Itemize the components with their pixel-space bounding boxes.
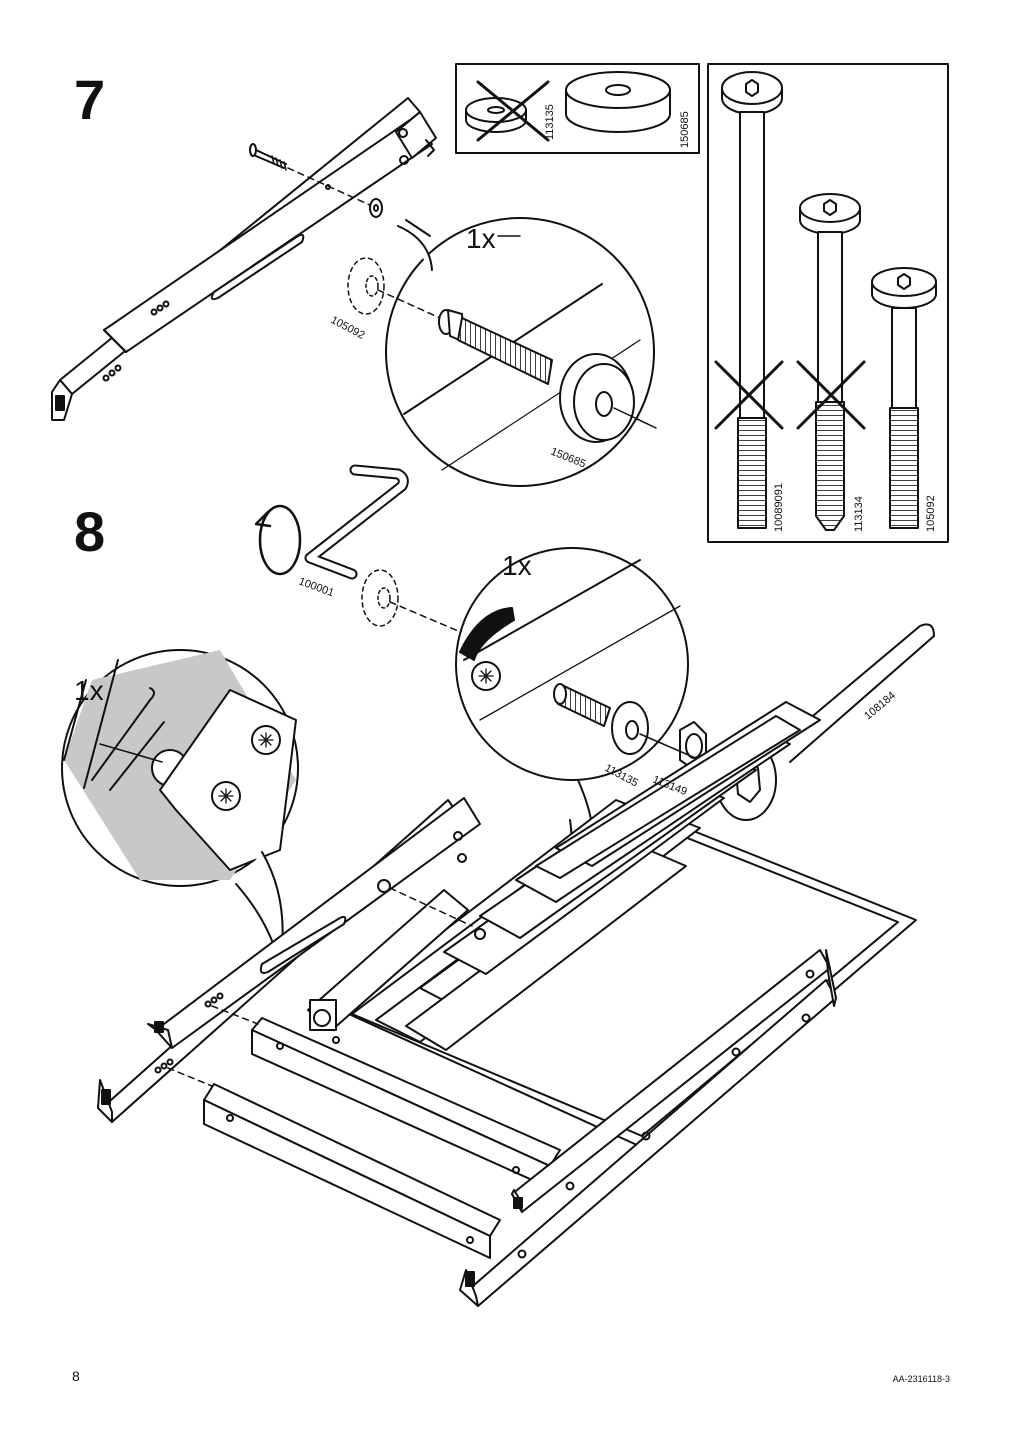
step7-detail-circle (347, 217, 657, 487)
step-7-number: 7 (74, 68, 106, 131)
washer-comparison-box (455, 63, 700, 154)
spanner-tool (715, 623, 935, 821)
part-label-washer-thick: 150685 (679, 111, 691, 148)
part-label-bolt-short: 105092 (925, 495, 937, 532)
step-8-number: 8 (74, 500, 106, 563)
part-label-bolt-medium: 113134 (853, 496, 865, 532)
document-code: AA-2316118-3 (892, 1374, 950, 1384)
part-label-allen-key: 100001 (297, 576, 336, 600)
part-label-step7-dowel: 105092 (329, 314, 367, 342)
step8-detail-left (61, 649, 299, 965)
step7-frame-leg (51, 97, 437, 421)
step8-quantity-left: 1x (74, 675, 104, 706)
step8-chair-frame (97, 701, 917, 1307)
page-number: 8 (72, 1368, 80, 1384)
allen-key-tool (254, 464, 409, 580)
step7-quantity-label: 1x (466, 223, 496, 254)
step8-quantity-right: 1x (502, 550, 532, 581)
part-label-bolt-long: 10089091 (773, 483, 785, 532)
bolt-comparison-box (707, 63, 949, 543)
part-label-washer-crossed: 113135 (544, 104, 556, 140)
step7-bolt-small (249, 143, 383, 218)
step8-dowel-dashed (361, 569, 471, 637)
